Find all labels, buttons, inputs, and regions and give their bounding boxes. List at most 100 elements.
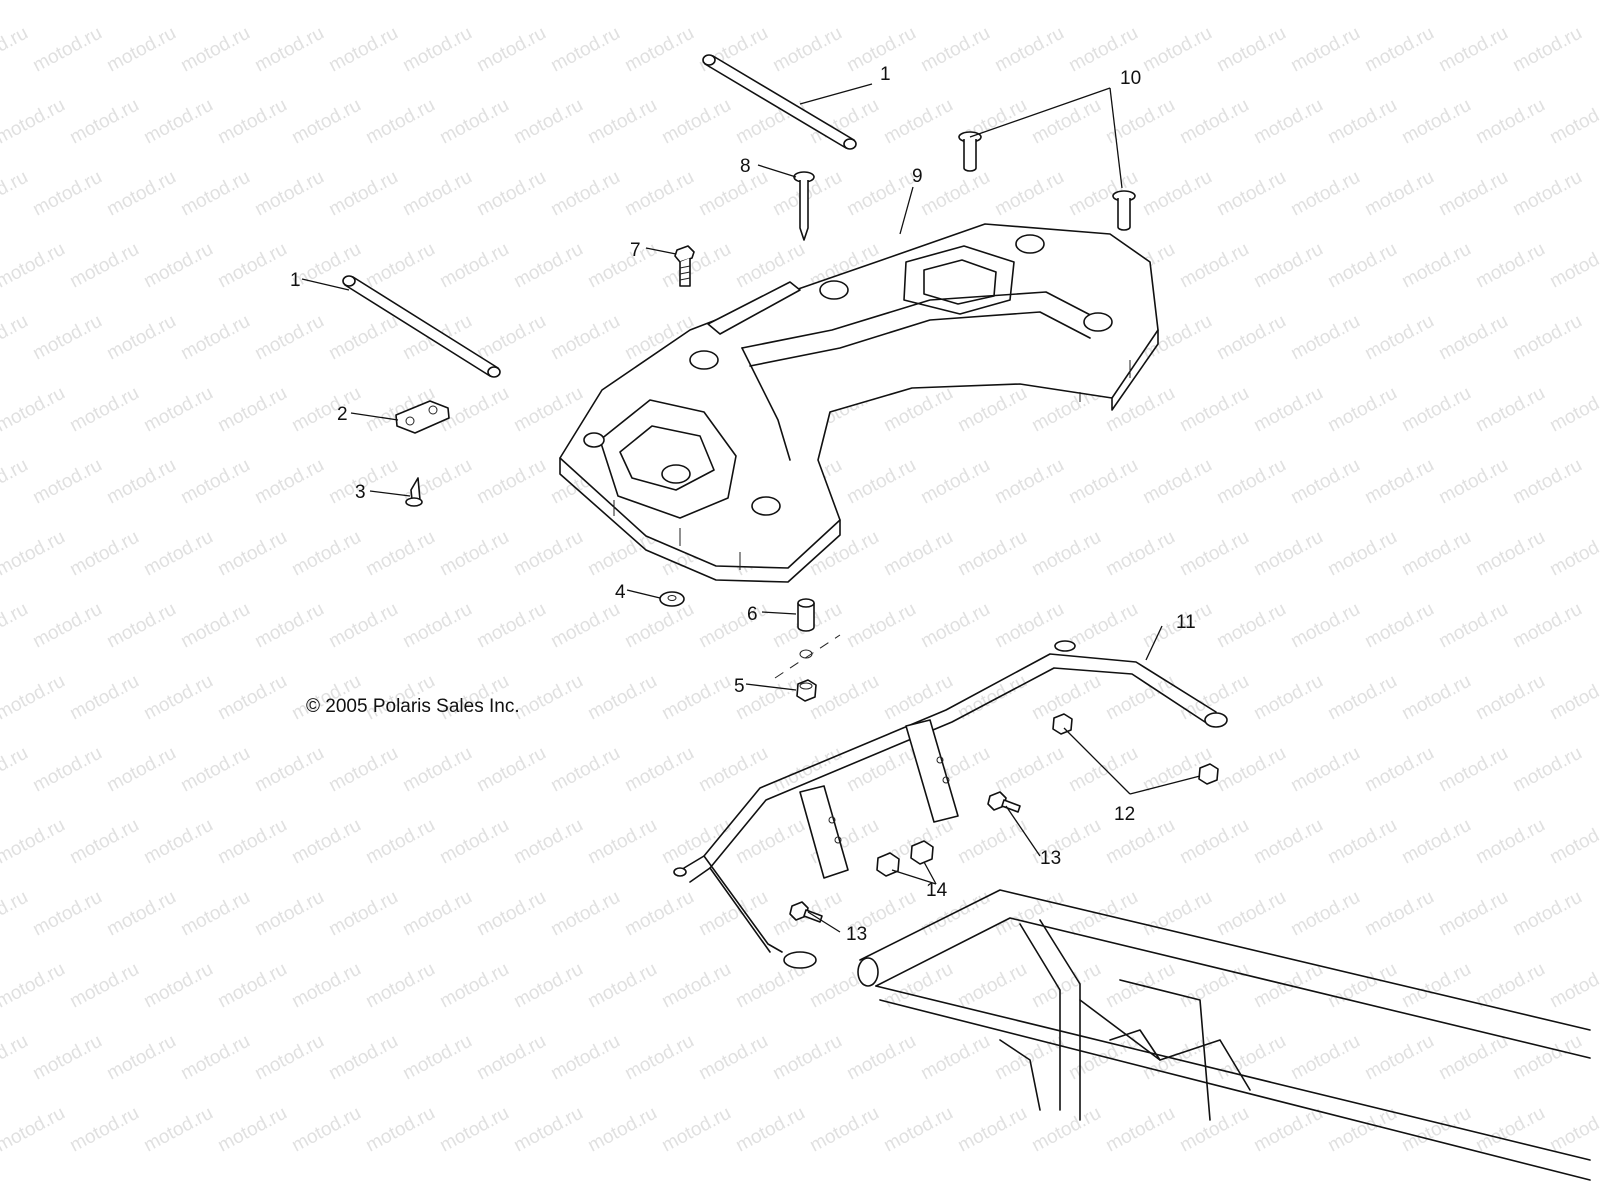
watermark-text: motod.ru	[1065, 1031, 1141, 1085]
bolt-part-7	[674, 245, 695, 287]
watermark-text: motod.ru	[325, 743, 401, 797]
watermark-text: motod.ru	[362, 0, 438, 4]
watermark-text: motod.ru	[29, 167, 105, 221]
watermark-text: motod.ru	[0, 167, 32, 221]
watermark-text: motod.ru	[510, 239, 586, 293]
watermark-text: motod.ru	[251, 311, 327, 365]
watermark-text: motod.ru	[917, 1031, 993, 1085]
watermark-text: motod.ru	[103, 743, 179, 797]
watermark-text: motod.ru	[584, 0, 660, 4]
nut-part	[796, 679, 817, 702]
watermark-text: motod.ru	[880, 671, 956, 725]
watermark-text: motod.ru	[1361, 311, 1437, 365]
watermark-text: motod.ru	[917, 599, 993, 653]
watermark-text: motod.ru	[1250, 95, 1326, 149]
rack-part	[559, 223, 1159, 583]
watermark-text: motod.ru	[1546, 0, 1600, 4]
watermark-text: motod.ru	[1546, 383, 1600, 437]
watermark-text: motod.ru	[1213, 167, 1289, 221]
watermark-text: motod.ru	[214, 0, 290, 4]
watermark-text: motod.ru	[288, 383, 364, 437]
watermark-text: motod.ru	[510, 671, 586, 725]
watermark-text: motod.ru	[103, 887, 179, 941]
watermark-text: motod.ru	[66, 95, 142, 149]
watermark-text: motod.ru	[880, 1103, 956, 1157]
watermark-text: motod.ru	[0, 887, 32, 941]
watermark-text: motod.ru	[362, 95, 438, 149]
watermark-text: motod.ru	[1361, 23, 1437, 77]
watermark-text: motod.ru	[251, 455, 327, 509]
watermark-text: motod.ru	[954, 527, 1030, 581]
watermark-text: motod.ru	[1472, 527, 1548, 581]
watermark-text: motod.ru	[584, 815, 660, 869]
watermark-text: motod.ru	[0, 599, 32, 653]
watermark-text: motod.ru	[214, 239, 290, 293]
watermark-text: motod.ru	[510, 815, 586, 869]
watermark-text: motod.ru	[1546, 527, 1600, 581]
watermark-text: motod.ru	[658, 1103, 734, 1157]
copyright-text: © 2005 Polaris Sales Inc.	[306, 696, 520, 717]
watermark-text: motod.ru	[1472, 239, 1548, 293]
watermark-text: motod.ru	[1176, 95, 1252, 149]
bumper-frame-part	[673, 640, 1228, 969]
watermark-text: motod.ru	[1472, 0, 1548, 4]
watermark-text: motod.ru	[1435, 743, 1511, 797]
callout-labels: 1 1 2 3 4 5 6 7 8 9 10 11 12 13 13 14	[290, 64, 1196, 945]
watermark-text: motod.ru	[251, 1031, 327, 1085]
watermark-text: motod.ru	[1028, 527, 1104, 581]
watermark-text: motod.ru	[1546, 239, 1600, 293]
watermark-text: motod.ru	[362, 959, 438, 1013]
watermark-text: motod.ru	[288, 815, 364, 869]
watermark-text: motod.ru	[1398, 0, 1474, 4]
watermark-text: motod.ru	[1435, 455, 1511, 509]
watermark-text: motod.ru	[843, 599, 919, 653]
callout-label: 1	[880, 64, 891, 85]
watermark-text: motod.ru	[1176, 815, 1252, 869]
watermark-text: motod.ru	[510, 527, 586, 581]
watermark-text: motod.ru	[1398, 527, 1474, 581]
watermark-text: motod.ru	[214, 1103, 290, 1157]
watermark-text: motod.ru	[140, 383, 216, 437]
watermark-text: motod.ru	[880, 0, 956, 4]
watermark-text: motod.ru	[769, 23, 845, 77]
watermark-text: motod.ru	[1213, 455, 1289, 509]
watermark-text: motod.ru	[1213, 743, 1289, 797]
watermark-text: motod.ru	[29, 599, 105, 653]
watermark-text: motod.ru	[66, 671, 142, 725]
watermark-text: motod.ru	[1361, 599, 1437, 653]
watermark-text: motod.ru	[436, 0, 512, 4]
watermark-text: motod.ru	[547, 1031, 623, 1085]
watermark-text: motod.ru	[1509, 167, 1585, 221]
watermark-text: motod.ru	[325, 167, 401, 221]
watermark-text: motod.ru	[0, 239, 69, 293]
watermark-text: motod.ru	[806, 1103, 882, 1157]
watermark-text: motod.ru	[1435, 311, 1511, 365]
watermark-text: motod.ru	[1028, 0, 1104, 4]
watermark-text: motod.ru	[1398, 959, 1474, 1013]
watermark-text: motod.ru	[1546, 959, 1600, 1013]
watermark-text: motod.ru	[510, 383, 586, 437]
watermark-text: motod.ru	[1065, 743, 1141, 797]
watermark-text: motod.ru	[1361, 1031, 1437, 1085]
watermark-text: motod.ru	[399, 167, 475, 221]
watermark-text: motod.ru	[1287, 743, 1363, 797]
callout-label: 11	[1176, 612, 1196, 633]
bracket-part	[395, 400, 450, 434]
callout-label: 4	[615, 582, 626, 603]
watermark-text: motod.ru	[29, 455, 105, 509]
watermark-text: motod.ru	[584, 1103, 660, 1157]
nuts-part-12	[1052, 713, 1219, 785]
watermark-text: motod.ru	[436, 95, 512, 149]
watermark-text: motod.ru	[732, 815, 808, 869]
watermark-text: motod.ru	[1250, 0, 1326, 4]
watermark-text: motod.ru	[1435, 887, 1511, 941]
callout-label: 3	[355, 482, 366, 503]
watermark-text: motod.ru	[954, 0, 1030, 4]
watermark-text: motod.ru	[0, 743, 32, 797]
watermark-text: motod.ru	[1361, 887, 1437, 941]
watermark-text: motod.ru	[510, 1103, 586, 1157]
watermark-text: motod.ru	[325, 599, 401, 653]
watermark-text: motod.ru	[288, 527, 364, 581]
callout-label: 13	[846, 924, 867, 945]
